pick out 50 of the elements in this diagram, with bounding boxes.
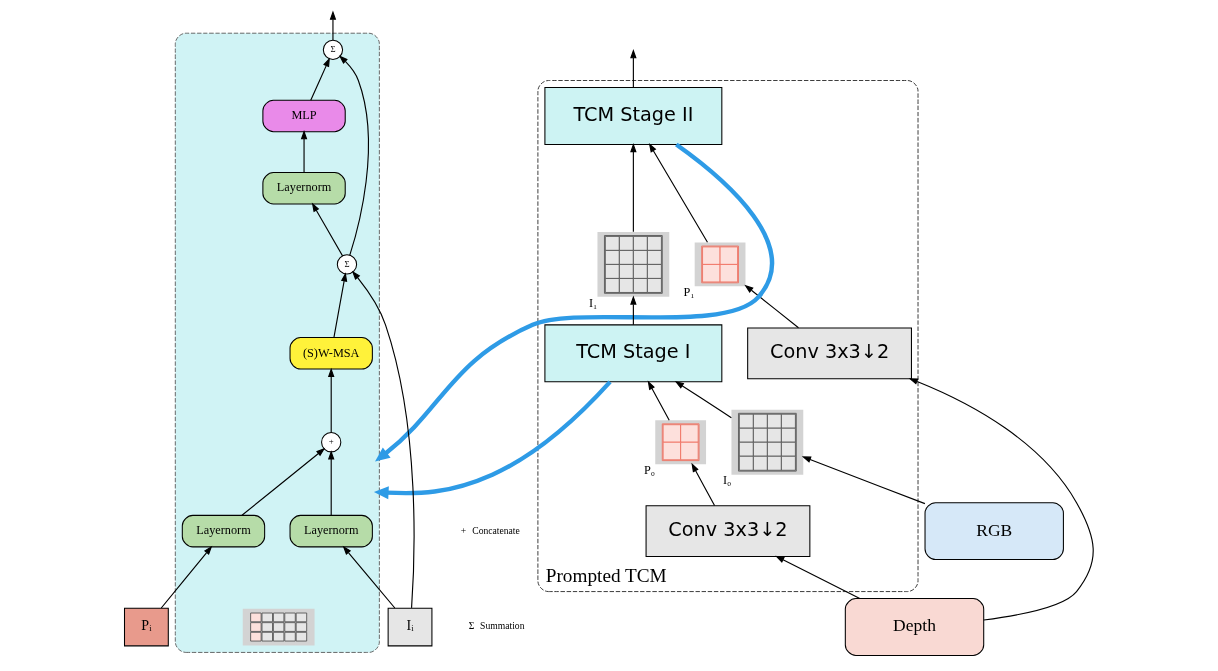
node-label: I₁ bbox=[588, 295, 598, 310]
arrow bbox=[327, 367, 335, 433]
node-box: TCM Stage I bbox=[544, 324, 723, 383]
node-label: I₀ bbox=[722, 473, 732, 488]
node-box: TCM Stage II bbox=[544, 87, 723, 145]
arrow bbox=[338, 55, 370, 256]
arrow bbox=[327, 450, 335, 516]
node-label: P₀ bbox=[644, 462, 656, 477]
arrow bbox=[310, 57, 330, 101]
legend-label: Summation bbox=[480, 620, 525, 632]
arrow bbox=[351, 270, 415, 609]
arrow bbox=[160, 545, 213, 609]
node-box: Depth bbox=[844, 598, 985, 657]
legend-label: Concatenate bbox=[472, 524, 520, 536]
node-box: Layernorm bbox=[181, 514, 266, 548]
node-box: Conv 3x3↓2 bbox=[645, 505, 811, 558]
node-box: (S)W-MSA bbox=[289, 337, 373, 370]
arrow bbox=[674, 380, 732, 419]
arrow bbox=[630, 295, 637, 326]
node-circle: Σ bbox=[336, 254, 358, 275]
arrow bbox=[630, 49, 637, 88]
arrow bbox=[775, 555, 861, 600]
arrow bbox=[329, 10, 337, 41]
arrow bbox=[241, 447, 326, 516]
arrow bbox=[744, 284, 800, 329]
arrow bbox=[300, 130, 308, 173]
node-circle: + bbox=[321, 432, 342, 453]
arrow bbox=[908, 378, 1094, 621]
node-box: Conv 3x3↓2 bbox=[747, 327, 912, 380]
cluster bbox=[174, 32, 380, 653]
arrow bbox=[801, 456, 926, 505]
node-circle: Σ bbox=[322, 39, 344, 60]
label: + bbox=[460, 524, 467, 536]
node-picture bbox=[242, 608, 315, 646]
node-box: MLP bbox=[262, 99, 346, 133]
arrow bbox=[648, 143, 709, 243]
arrow bbox=[311, 202, 344, 257]
node-box: Pᵢ bbox=[123, 607, 169, 647]
node-box: Iᵢ bbox=[387, 607, 433, 647]
arrow bbox=[647, 380, 670, 421]
label: Σ bbox=[468, 620, 475, 632]
arrow bbox=[373, 380, 612, 500]
arrow bbox=[630, 142, 637, 233]
arrow bbox=[691, 462, 716, 507]
node-box: Layernorm bbox=[289, 514, 373, 548]
arrow bbox=[342, 545, 396, 609]
node-box: Layernorm bbox=[262, 171, 346, 205]
node-label: P₁ bbox=[683, 285, 695, 300]
node-box: RGB bbox=[924, 502, 1064, 561]
arrow bbox=[333, 272, 348, 338]
